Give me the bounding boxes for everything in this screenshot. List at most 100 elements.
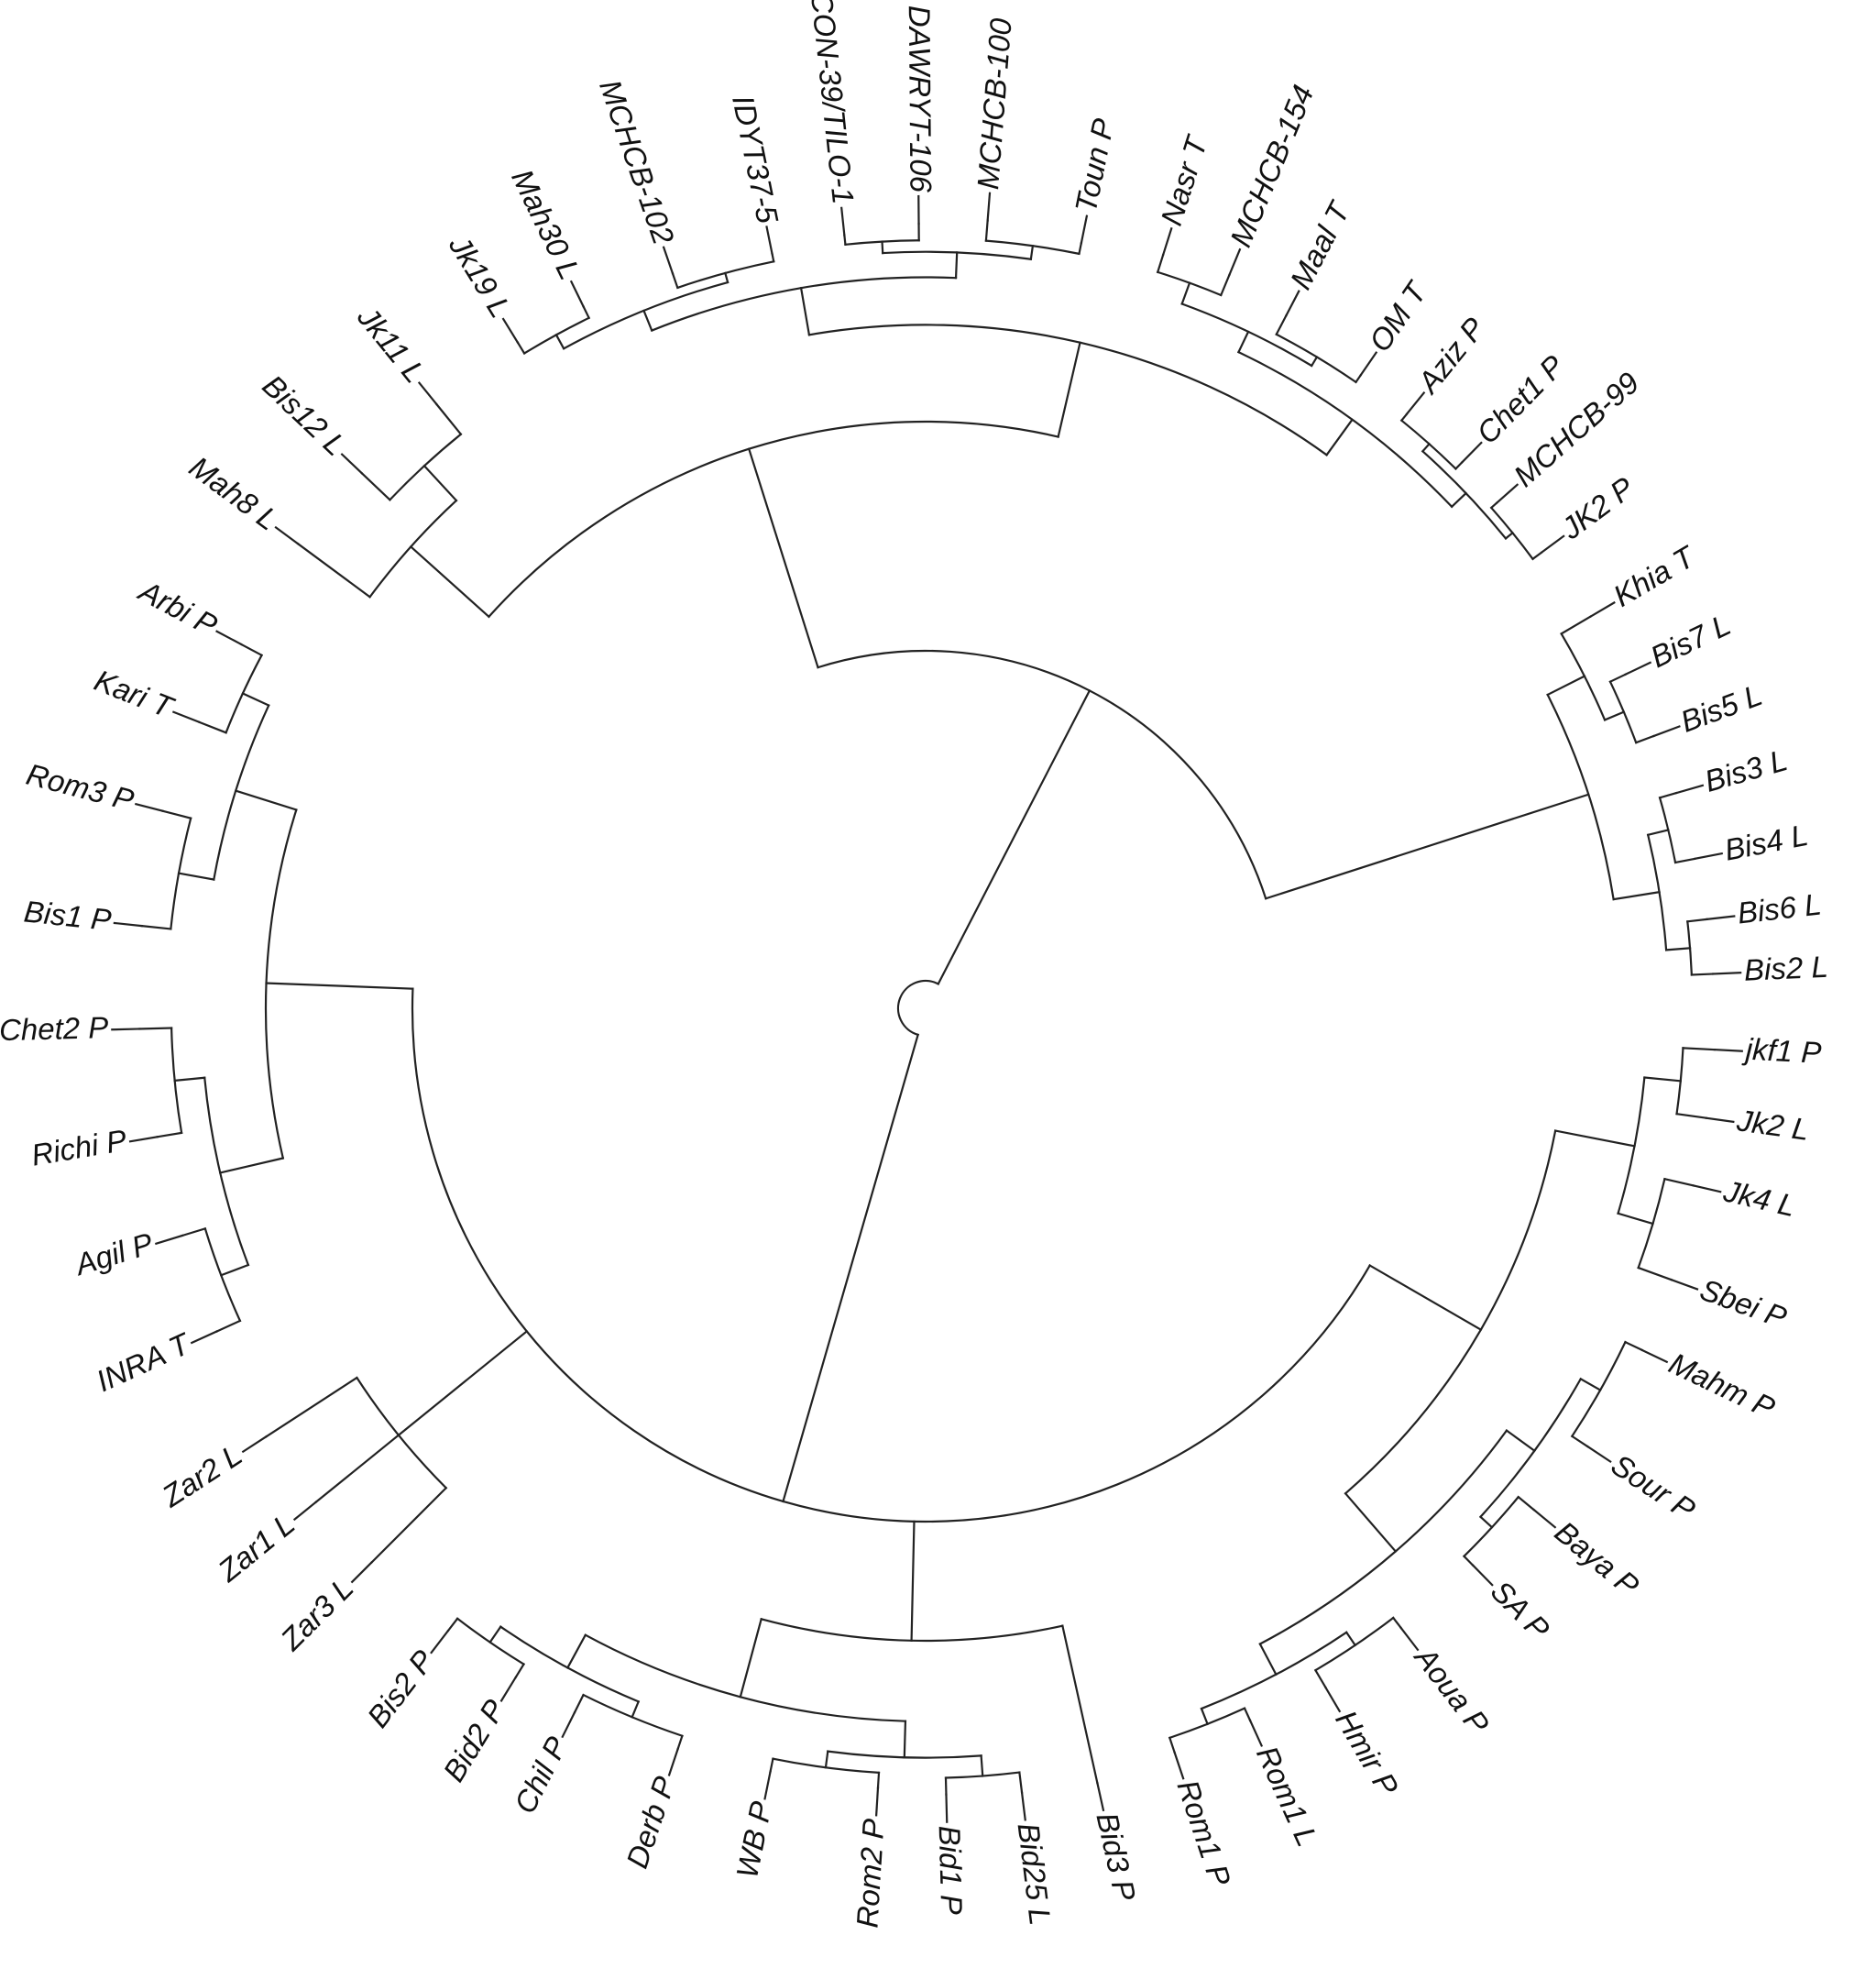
leaf-label: Bid1 P [933,1825,970,1915]
branch-cluster-bid-s0-2 [631,1699,641,1719]
leaf-label: Bid25 L [1012,1821,1058,1928]
leaf-label: JK2 P [1554,470,1640,546]
branch-cluster-jk-s1-2 [1505,1429,1536,1453]
leaf-label: Bis3 L [1701,742,1791,798]
branch-rom1-p [1168,1736,1177,1754]
leaf-stub-chet1-p [1460,441,1483,464]
branch-bid2-p [514,1663,526,1679]
leaf-stub-jk4-l [1692,1184,1722,1193]
branch-cluster-tunisian-advanced-s1-8 [409,544,491,619]
leaf-label: Jk19 L [442,229,518,324]
leaf-label: Bid3 P [1090,1809,1142,1904]
branch-arbi-p [239,643,264,657]
branch-kari-t [197,720,228,734]
leaf-stub-jk19-l [501,317,520,345]
leaf-label: Bis1 P [22,894,113,937]
leaf-label: Zar2 L [155,1437,247,1514]
branch-cluster-bis-s1-0 [1612,890,1661,901]
branch-cluster-jk-s0-4 [1478,1515,1494,1529]
leaf-stub-bis7-l [1624,661,1652,676]
leaf-stub-bid25-l [1020,1791,1026,1821]
leaf-stub-mahm-p [1640,1348,1669,1364]
branch-bis12-l [360,471,391,501]
branch-mchcb-154 [1219,273,1231,297]
leaf-label: Rom1 L [1250,1741,1325,1852]
leaf-label: Bis12 L [257,368,353,463]
arc-cluster-tunisian-advanced [487,420,1059,619]
leaf-label: Bis6 L [1736,886,1823,929]
leaf-label: Rom3 P [23,757,137,818]
branch-upper-clade [937,688,1092,985]
leaf-label: DAWRYT-106 [903,5,938,193]
branch-cluster-bid-s1-0 [565,1633,587,1669]
leaf-label: Aoua P [1408,1639,1496,1740]
branch-mah30-l [582,304,591,320]
branch-cluster-tunisian-advanced-s2-2 [799,286,811,336]
leaf-stub-zar3-l [350,1561,373,1584]
leaf-stub-agil-p [154,1234,184,1246]
branch-bid25-l [1018,1771,1024,1794]
leaf-label: Jk11 L [350,300,432,390]
leaf-stub-arbi-p [215,630,243,646]
leaf-label: Jk2 L [1734,1103,1811,1147]
leaf-stub-idyt37-5 [765,225,773,256]
branch-cluster-landraces-s0-2 [177,872,215,881]
leaf-label: Khia T [1607,538,1702,613]
branch-bis6-l [1686,918,1708,923]
branch-sbei-p [1637,1266,1673,1281]
leaf-label: IDYT37-5 [726,93,785,226]
branch-jk4-l [1663,1177,1695,1187]
leaf-label: WB P [730,1798,778,1881]
branch-cluster-tunisian-advanced-s1-0 [1450,491,1468,509]
leaf-stub-mchcb-99 [1495,483,1519,505]
branch-mchcb-99 [1489,501,1498,510]
branch-cluster-bis-s0-2 [1646,829,1670,837]
leaf-label: Zar3 L [273,1571,359,1657]
branch-cluster-jk-s0-10 [1643,1076,1682,1083]
branch-cluster-landraces-s0-6 [219,1263,250,1277]
branch-om-t [1354,373,1363,384]
leaf-label: MCHCB-154 [1223,81,1321,252]
branch-derb-p [676,1734,684,1751]
branch-cluster-jk-s0-2 [1344,1631,1357,1647]
branch-cluster-tunisian-advanced-s2-0 [1325,418,1355,456]
branch-cluster-jk-s2-0 [1344,1491,1398,1554]
leaf-stub-nasr-t [1161,226,1173,257]
branch-richi-p [156,1131,183,1138]
leaf-label: Mahm P [1664,1346,1781,1424]
leaf-stub-jk2-p [1540,534,1565,555]
leaf-label: Sour P [1606,1447,1702,1527]
leaf-stub-bis12-l [340,453,364,475]
leaf-stub-derb-p [667,1747,680,1776]
leaf-label: Sbei P [1695,1272,1791,1335]
branch-cluster-bid-s0-4 [824,1750,829,1769]
branch-cluster-bis [1264,793,1590,900]
leaf-stub-jk2-l [1705,1116,1735,1124]
leaf-stub-inra-t [190,1330,218,1345]
branch-chet2-p [138,1027,173,1030]
leaf-stub-khia-t [1588,600,1616,619]
branch-jk2-p [1530,551,1543,561]
leaf-stub-con-39-tilo-1 [840,206,846,236]
branch-cluster-tunisian-advanced-s1-6 [642,309,653,332]
branch-baya-p [1517,1495,1536,1512]
leaf-stub-bis5-l [1651,725,1681,738]
leaf-stub-bis3-l [1674,784,1705,795]
branch-jkf1-p [1682,1047,1716,1051]
leaf-stub-sbei-p [1670,1278,1699,1291]
leaf-stub-om-t [1359,351,1378,377]
branch-cluster-zar [397,1329,529,1437]
leaf-stub-sa-p [1471,1564,1494,1587]
branch-chet1-p [1454,460,1464,470]
branch-cluster-landraces-s1-2 [218,1157,285,1174]
branch-inra-t [215,1319,242,1333]
branch-cluster-bis-s0-4 [1603,710,1626,721]
branch-cluster-tunisian-advanced-s0-12 [723,271,730,284]
branch-toun-p [1078,241,1083,256]
leaf-label: Bis2 P [360,1644,440,1733]
branch-mchcb-102 [671,271,679,290]
leaf-label: INRA T [91,1325,196,1398]
arc-upper-clade [817,649,1267,900]
branch-zar1-l [314,1434,400,1504]
